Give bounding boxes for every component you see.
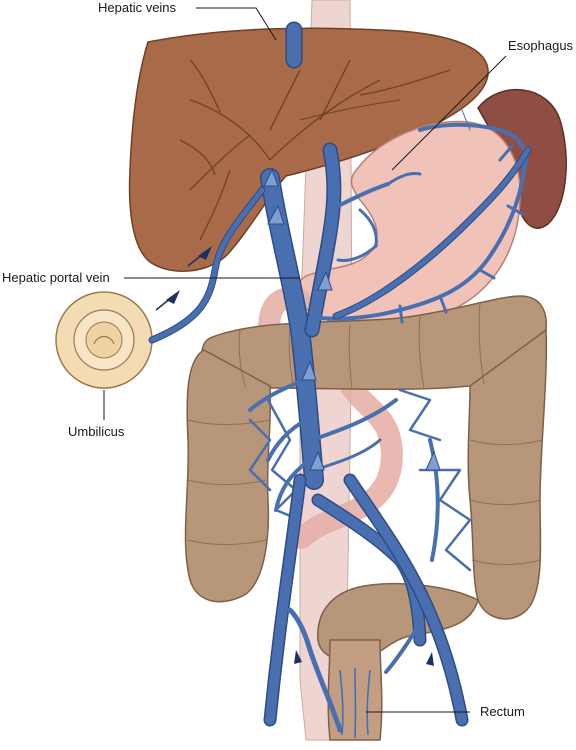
label-hepatic-veins-text: Hepatic veins xyxy=(98,0,177,15)
leader-hepatic-veins xyxy=(196,7,277,41)
label-esophagus-text: Esophagus xyxy=(508,38,574,53)
label-hepatic-veins: Hepatic veins xyxy=(98,0,277,41)
label-esophagus: Esophagus xyxy=(391,38,574,171)
rectum-vessels xyxy=(339,667,371,739)
label-rectum: Rectum xyxy=(366,704,525,719)
label-umbilicus-text: Umbilicus xyxy=(68,424,125,439)
colon-haustra xyxy=(187,301,543,565)
umbilicus-knot xyxy=(93,335,115,345)
venous-network xyxy=(148,21,532,733)
flow-arrows xyxy=(263,168,441,471)
leader-esophagus xyxy=(391,55,507,171)
label-hepatic-portal-vein: Hepatic portal vein xyxy=(2,270,300,285)
liver-vessels xyxy=(179,59,451,241)
umbilicus-center xyxy=(85,321,123,359)
descending-colon xyxy=(467,328,548,620)
liver-lobe-line xyxy=(299,99,401,121)
label-rectum-text: Rectum xyxy=(480,704,525,719)
liver xyxy=(128,27,489,272)
label-umbilicus: Umbilicus xyxy=(68,390,125,439)
direction-arrows xyxy=(155,246,434,666)
label-hepatic-portal-vein-text: Hepatic portal vein xyxy=(2,270,110,285)
ascending-colon xyxy=(184,349,272,603)
